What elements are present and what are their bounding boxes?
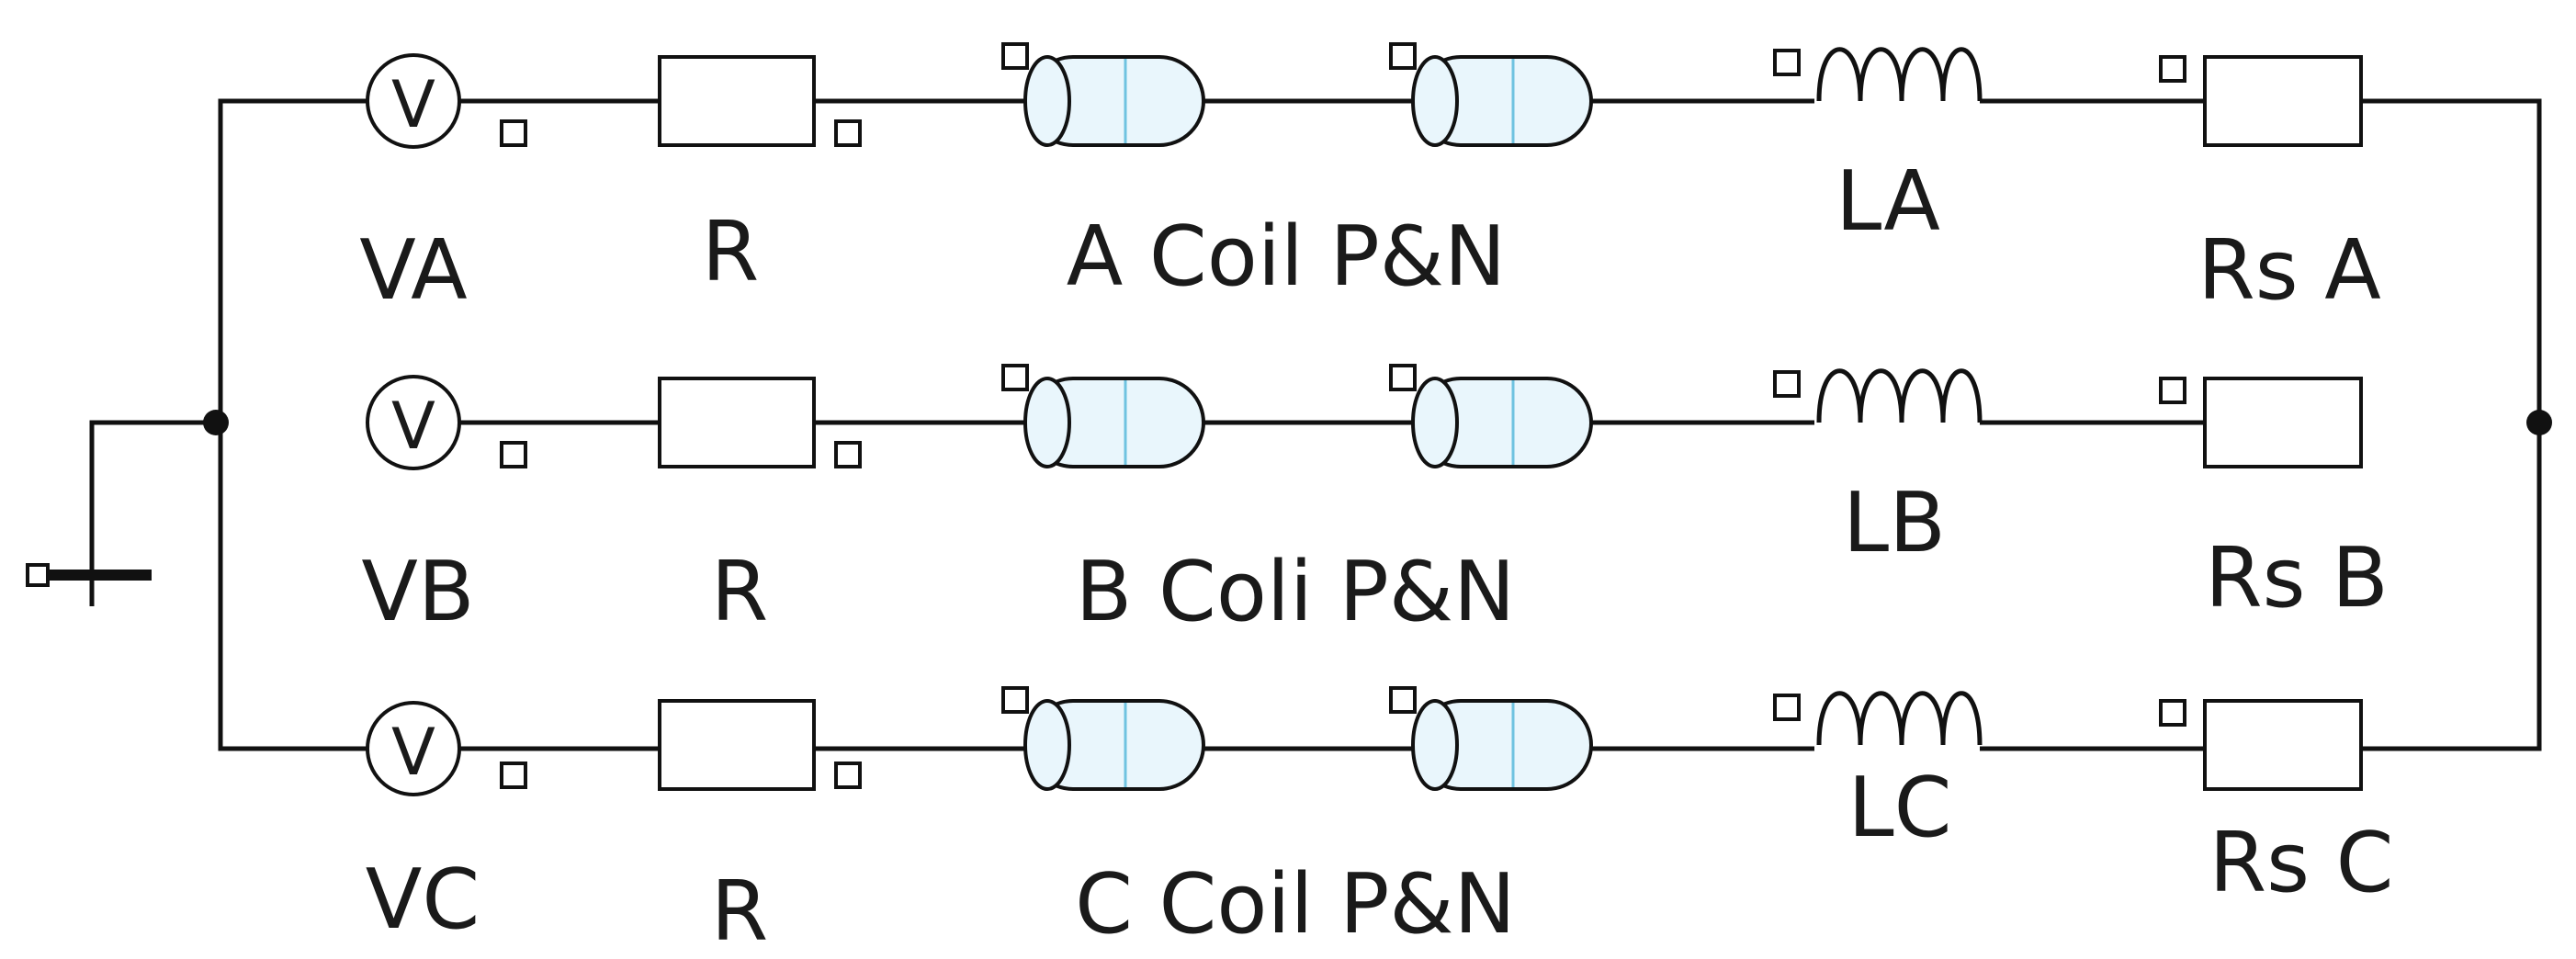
pin	[834, 762, 862, 789]
resistor-body	[2203, 55, 2363, 147]
resistor-r-c[interactable]: R	[658, 699, 862, 959]
pin	[2159, 377, 2186, 404]
pin	[1773, 49, 1801, 76]
pin	[500, 762, 527, 789]
right-bus	[2361, 98, 2542, 751]
pin	[500, 441, 527, 468]
pin	[1773, 370, 1801, 398]
coil-label: C Coil P&N	[1075, 856, 1516, 953]
sense-resistor-label: Rs B	[2205, 530, 2389, 626]
inductor-label: LA	[1836, 153, 1940, 250]
coil-icon	[1389, 42, 1593, 147]
left-bus	[218, 98, 386, 751]
coil-pair-a[interactable]: A Coil P&N	[1001, 42, 1593, 305]
resistor-body	[2203, 377, 2363, 468]
resistor-body	[658, 377, 816, 468]
pin	[1773, 694, 1801, 721]
sense-resistor-c[interactable]: Rs C	[2159, 699, 2394, 911]
voltmeter-glyph: V	[391, 389, 435, 464]
coil-icon	[1389, 364, 1593, 468]
inductor-lb[interactable]: LB	[1773, 368, 1983, 571]
inductor-label: LC	[1848, 760, 1952, 856]
resistor-r-b[interactable]: R	[658, 377, 862, 640]
bus-wiring	[89, 98, 2552, 751]
source-label: VB	[361, 544, 474, 640]
resistor-r-a[interactable]: R	[658, 55, 862, 300]
pin	[500, 119, 527, 147]
inductor-icon	[1816, 47, 1983, 102]
voltage-source-vc[interactable]: V VC	[366, 701, 527, 948]
sense-resistor-label: Rs A	[2198, 222, 2381, 319]
phase-row-b: V VB R B Coli P&N	[361, 364, 2389, 640]
pin	[1389, 42, 1417, 70]
voltage-source-va[interactable]: V VA	[359, 53, 527, 319]
pin	[2159, 55, 2186, 83]
inductor-icon	[1816, 368, 1983, 423]
sense-resistor-label: Rs C	[2209, 815, 2394, 911]
voltmeter-icon	[366, 53, 461, 149]
resistor-body	[2203, 699, 2363, 791]
resistor-label: R	[711, 863, 769, 959]
left-junction-dot	[203, 410, 229, 435]
coil-icon	[1001, 364, 1205, 468]
right-junction-dot	[2526, 410, 2552, 435]
inductor-la[interactable]: LA	[1773, 47, 1983, 250]
resistor-label: R	[711, 544, 769, 640]
inductor-icon	[1816, 691, 1983, 746]
phase-row-a: V VA R A Coil P&N	[359, 42, 2381, 319]
pin	[2159, 699, 2186, 727]
phase-row-c: V VC R C Coil P&N	[366, 686, 2394, 959]
sense-resistor-b[interactable]: Rs B	[2159, 377, 2389, 626]
pin	[834, 119, 862, 147]
pin	[834, 441, 862, 468]
coil-icon	[1001, 686, 1205, 791]
coil-icon	[1389, 686, 1593, 791]
voltmeter-glyph: V	[391, 67, 435, 142]
coil-label: B Coli P&N	[1076, 544, 1516, 640]
pin	[1001, 42, 1029, 70]
ground-wire	[89, 420, 220, 606]
inductor-lc[interactable]: LC	[1773, 691, 1983, 856]
ground-icon	[26, 563, 152, 587]
pin	[1389, 686, 1417, 714]
coil-label: A Coil P&N	[1067, 209, 1506, 305]
coil-icon	[1001, 42, 1205, 147]
source-label: VA	[359, 222, 467, 319]
voltage-source-vb[interactable]: V VB	[361, 375, 527, 640]
resistor-label: R	[702, 204, 760, 300]
voltmeter-glyph: V	[391, 715, 435, 790]
pin	[1389, 364, 1417, 391]
resistor-body	[658, 699, 816, 791]
ground-pin	[26, 563, 50, 587]
sense-resistor-a[interactable]: Rs A	[2159, 55, 2381, 319]
source-label: VC	[366, 852, 480, 948]
coil-pair-b[interactable]: B Coli P&N	[1001, 364, 1593, 640]
inductor-label: LB	[1843, 475, 1946, 571]
pin	[1001, 364, 1029, 391]
resistor-body	[658, 55, 816, 147]
voltmeter-icon	[366, 375, 461, 470]
coil-pair-c[interactable]: C Coil P&N	[1001, 686, 1593, 953]
voltmeter-icon	[366, 701, 461, 796]
pin	[1001, 686, 1029, 714]
